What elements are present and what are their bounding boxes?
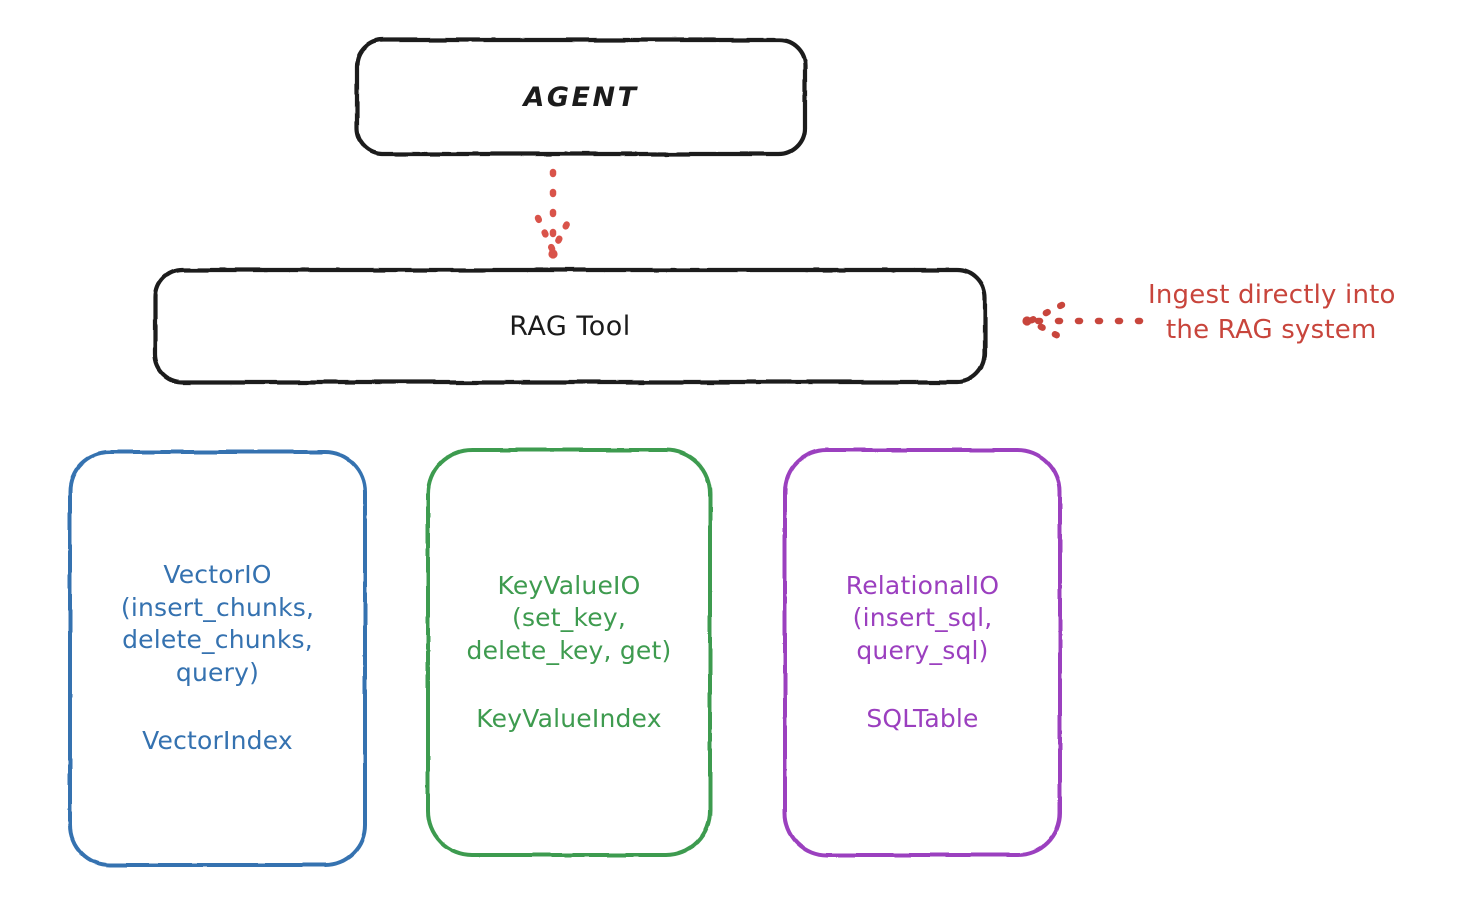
ingest-to-rag-tool-arrow [1022, 301, 1144, 342]
keyvalueio-title: KeyValueIO (set_key, delete_key, get) [466, 570, 672, 665]
agent-label: AGENT [523, 81, 639, 113]
keyvalueio-box-outline[interactable] [426, 448, 712, 857]
relationalio-subtitle: SQLTable [866, 704, 979, 733]
vectorio-box[interactable]: VectorIO (insert_chunks, delete_chunks, … [70, 452, 365, 865]
relationalio-box[interactable]: RelationalIO (insert_sql, query_sql) SQL… [785, 450, 1060, 855]
agent-to-rag-tool-arrow [534, 168, 574, 259]
rag-tool-box[interactable]: RAG Tool [155, 270, 985, 382]
relationalio-title: RelationalIO (insert_sql, query_sql) [845, 570, 1000, 665]
vectorio-title: VectorIO (insert_chunks, delete_chunks, … [120, 560, 315, 687]
agent-box[interactable]: AGENT [357, 40, 805, 154]
rag-tool-label: RAG Tool [509, 310, 631, 342]
ingest-annotation: Ingest directly into the RAG system [1148, 278, 1468, 347]
vectorio-subtitle: VectorIndex [142, 726, 293, 756]
keyvalueio-box[interactable]: KeyValueIO (set_key, delete_key, get) Ke… [428, 450, 710, 855]
vectorio-box-outline[interactable] [68, 450, 367, 867]
ingest-annotation-line-1: Ingest directly into [1148, 280, 1396, 310]
ingest-annotation-line-2: the RAG system [1166, 314, 1377, 345]
rag-tool-box-outline[interactable] [152, 267, 988, 385]
keyvalueio-subtitle: KeyValueIndex [476, 704, 662, 733]
relationalio-box-outline[interactable] [783, 448, 1062, 857]
agent-box-outline[interactable] [354, 37, 808, 157]
